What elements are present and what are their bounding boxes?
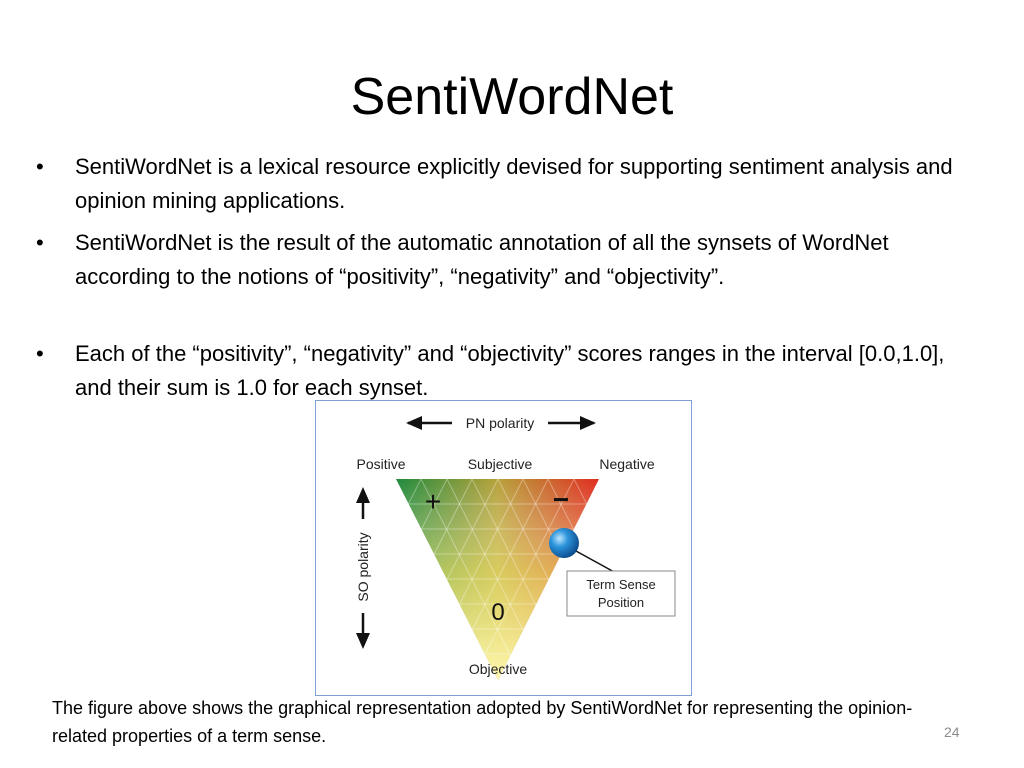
term-sense-pointer-line [575,550,617,574]
sentiwordnet-figure: PN polarity Positive Subjective Negative [315,400,692,696]
negative-label: Negative [599,456,654,472]
bullet-marker: • [36,341,44,366]
plus-sign: + [425,486,441,517]
pn-arrow-right-head [580,416,596,430]
positive-label: Positive [356,456,405,472]
so-arrow-down-head [356,633,370,649]
slide-title: SentiWordNet [350,68,674,126]
bullet-text: Each of the “positivity”, “negativity” a… [75,341,945,400]
so-arrow-up-head [356,487,370,503]
pn-polarity-label: PN polarity [466,415,534,431]
objective-label: Objective [469,661,528,677]
objectivity-shading [396,479,599,680]
sentiwordnet-triangle-diagram: PN polarity Positive Subjective Negative [355,415,676,680]
bullet-text: SentiWordNet is a lexical resource expli… [75,154,953,213]
pn-arrow-left-head [406,416,422,430]
bullet-marker: • [36,154,44,179]
page-number: 24 [944,724,960,740]
subjective-label: Subjective [468,456,533,472]
bullet-text: SentiWordNet is the result of the automa… [75,230,889,289]
term-sense-box [566,570,676,617]
minus-sign: − [553,484,569,515]
so-polarity-label: SO polarity [355,532,371,601]
figure-caption: The figure above shows the graphical rep… [52,698,913,746]
zero-sign: 0 [491,599,504,626]
term-sense-sphere [549,528,579,558]
term-sense-label-line2: Position [598,595,644,610]
term-sense-label-line1: Term Sense [586,577,655,592]
bullet-marker: • [36,230,44,255]
